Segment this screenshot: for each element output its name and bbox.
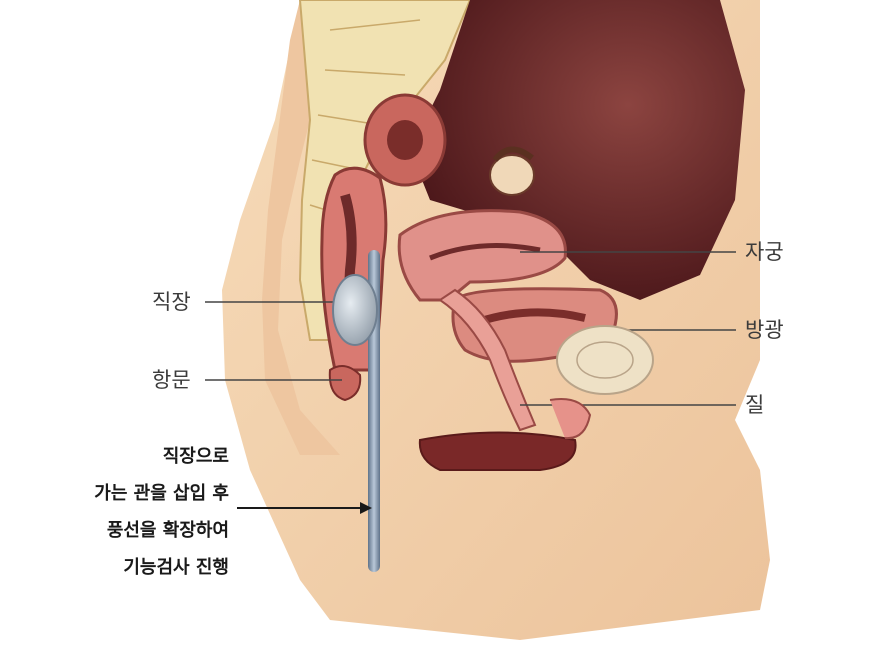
note-line-2: 가는 관을 삽입 후: [94, 483, 229, 504]
vagina: [438, 288, 537, 432]
note-line-1: 직장으로: [162, 446, 229, 467]
uterus: [397, 209, 567, 302]
anus-label: 항문: [152, 368, 191, 392]
pubic-bone: [556, 325, 654, 395]
skin-inner-band: [262, 0, 340, 455]
anus: [328, 365, 362, 402]
rectum-label: 직장: [152, 290, 191, 314]
perineal-tissue: [418, 431, 577, 471]
procedure-note: 직장으로 가는 관을 삽입 후 풍선을 확장하여 기능검사 진행: [94, 438, 229, 586]
note-line-4: 기능검사 진행: [123, 557, 229, 578]
note-line-3: 풍선을 확장하여: [106, 520, 229, 541]
abdominal-cavity: [410, 0, 745, 300]
bladder-label: 방광: [745, 318, 784, 342]
vagina-label: 질: [745, 393, 765, 417]
ovary: [489, 154, 535, 196]
note-arrow-head: [360, 502, 372, 514]
catheter-balloon: [332, 274, 378, 346]
uterus-label: 자궁: [745, 240, 784, 264]
